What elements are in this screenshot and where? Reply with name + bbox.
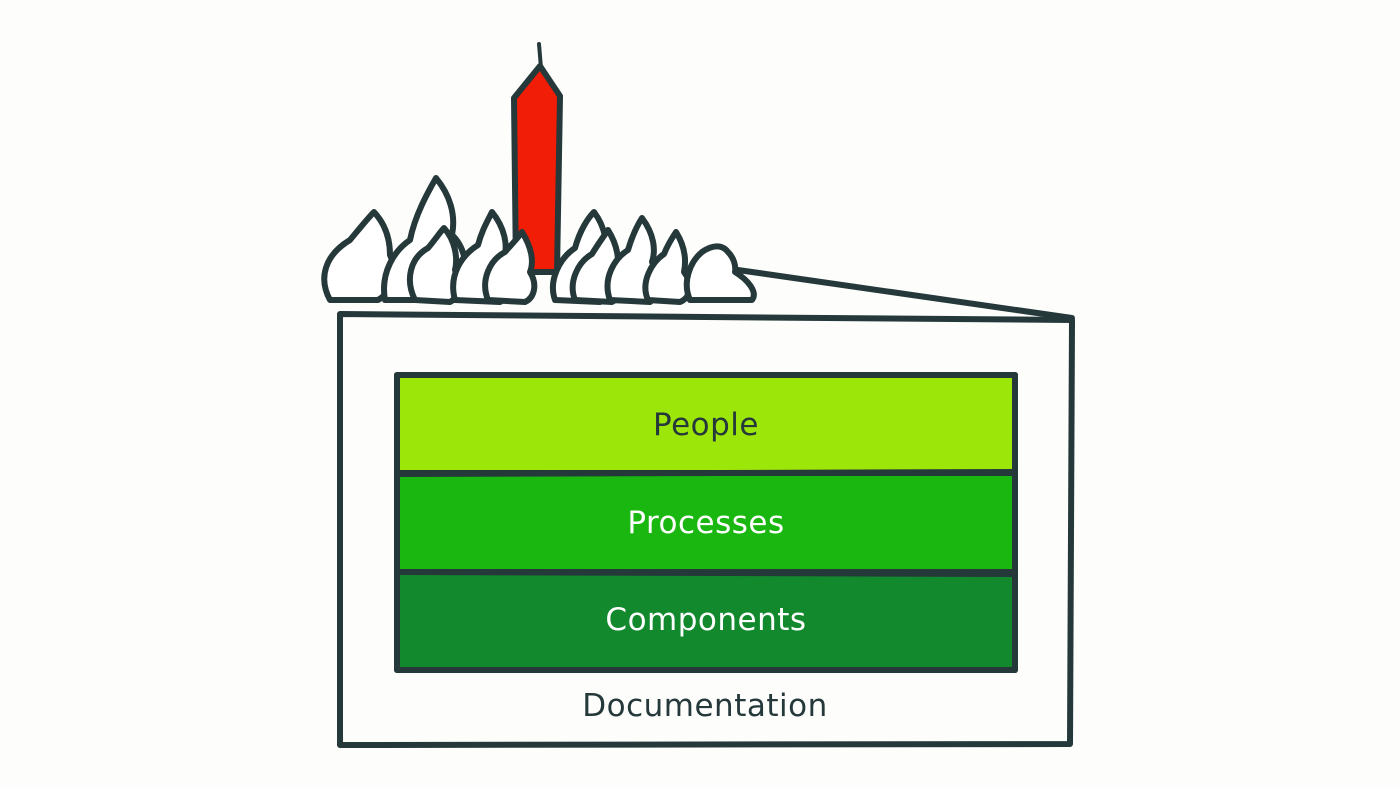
layer-label-people: People [653, 407, 759, 443]
layer-label-processes: Processes [627, 505, 785, 541]
layers-outline [394, 372, 1018, 673]
layer-components-block [394, 569, 1018, 673]
whipped-cream-icon [321, 175, 757, 305]
layer-label-components: Components [605, 602, 807, 638]
base-label-documentation: Documentation [582, 688, 828, 724]
layer-divider-bottom [394, 569, 1018, 577]
layer-divider-top [394, 469, 1018, 477]
cake-slice-top-edge [735, 267, 1075, 321]
